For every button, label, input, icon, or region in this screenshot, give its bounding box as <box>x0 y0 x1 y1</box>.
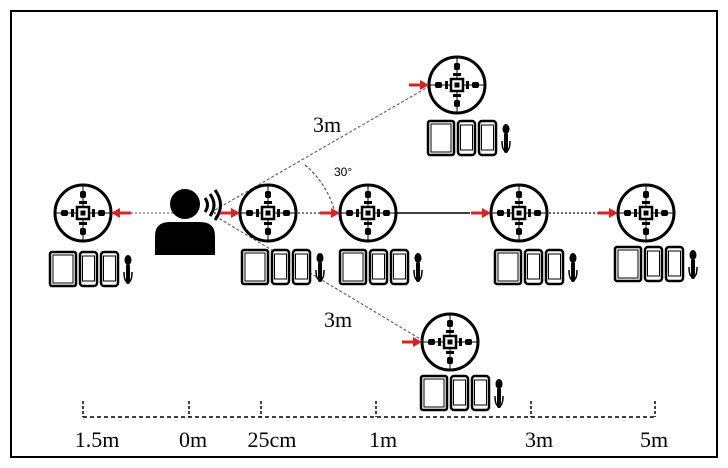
angle-label: 30° <box>334 165 352 179</box>
distance-label-upper: 3m <box>313 112 341 137</box>
scale-label: 3m <box>525 427 553 452</box>
device-group <box>48 119 699 412</box>
scale-label: 1.5m <box>75 427 120 452</box>
distance-label-lower: 3m <box>324 307 352 332</box>
distance-scale: 1.5m 0m 25cm 1m 3m 5m <box>75 401 668 452</box>
scale-label: 0m <box>179 427 207 452</box>
scale-label: 25cm <box>248 427 297 452</box>
person-speaker-icon <box>155 189 222 255</box>
scale-label: 1m <box>369 427 397 452</box>
frame <box>10 10 718 458</box>
scale-label: 5m <box>640 427 668 452</box>
